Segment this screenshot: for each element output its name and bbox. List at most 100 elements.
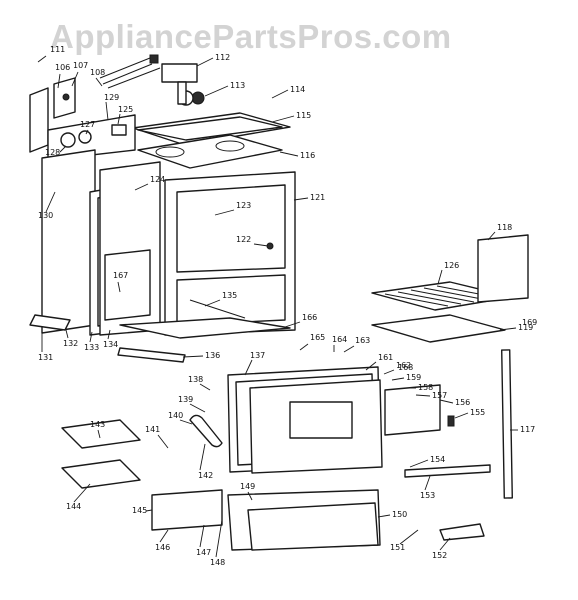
label-165: 165: [299, 333, 325, 351]
oven-front-frame: [164, 171, 296, 336]
svg-text:119: 119: [518, 323, 533, 332]
svg-text:163: 163: [355, 336, 370, 345]
label-169: 169: [522, 318, 537, 327]
label-134: 134: [103, 329, 118, 349]
label-124: 124: [134, 175, 165, 191]
label-141: 141: [145, 425, 169, 449]
svg-text:108: 108: [90, 68, 105, 77]
svg-text:161: 161: [378, 353, 393, 362]
label-163: 163: [343, 336, 370, 353]
svg-text:135: 135: [222, 291, 237, 300]
svg-text:151: 151: [390, 543, 405, 552]
label-144: 144: [66, 483, 91, 511]
label-113: 113: [204, 81, 245, 97]
drawer-slide: [404, 464, 491, 541]
svg-text:126: 126: [444, 261, 459, 270]
label-106: 106: [55, 63, 70, 89]
label-114: 114: [271, 85, 305, 99]
kick-plate: [29, 314, 186, 363]
svg-text:113: 113: [230, 81, 245, 90]
svg-text:152: 152: [432, 551, 447, 560]
broil-pan-insert: [371, 314, 506, 343]
label-123: 123: [214, 201, 251, 216]
label-164: 164: [332, 335, 347, 352]
svg-text:162: 162: [396, 361, 411, 370]
wire-harness: [99, 54, 161, 89]
label-166: 166: [284, 313, 317, 328]
svg-text:148: 148: [210, 558, 225, 567]
label-159: 159: [391, 373, 421, 382]
label-148: 148: [210, 519, 225, 567]
label-107: 107: [71, 61, 88, 87]
label-157: 157: [415, 391, 447, 400]
label-158: 158: [404, 383, 433, 392]
watermark: AppliancePartsPros.com: [50, 18, 452, 55]
label-145: 145: [132, 506, 153, 515]
svg-text:145: 145: [132, 506, 147, 515]
rack-support: [477, 234, 529, 303]
label-126: 126: [437, 261, 459, 285]
svg-text:168: 168: [398, 363, 413, 372]
label-167: 167: [113, 271, 128, 293]
label-119: 119: [499, 323, 533, 332]
label-142: 142: [198, 443, 213, 480]
label-135: 135: [204, 291, 237, 307]
svg-text:136: 136: [205, 351, 220, 360]
label-121: 121: [293, 193, 325, 202]
label-146: 146: [155, 529, 170, 552]
svg-text:165: 165: [310, 333, 325, 342]
svg-text:149: 149: [240, 482, 255, 491]
label-155: 155: [454, 408, 485, 419]
vent-tube: [501, 349, 513, 499]
label-118: 118: [487, 223, 512, 241]
label-116: 116: [279, 151, 315, 160]
svg-text:142: 142: [198, 471, 213, 480]
label-140: 140: [168, 411, 193, 425]
svg-text:121: 121: [310, 193, 325, 202]
svg-text:157: 157: [432, 391, 447, 400]
door-handle: [189, 414, 223, 448]
svg-text:123: 123: [236, 201, 251, 210]
label-156: 156: [439, 398, 470, 407]
label-111: 111: [37, 45, 65, 63]
svg-text:158: 158: [418, 383, 433, 392]
label-150: 150: [377, 510, 407, 519]
label-152: 152: [432, 537, 451, 560]
label-133: 133: [84, 331, 99, 352]
label-127: 127: [80, 120, 95, 135]
drawer-panels: [61, 419, 141, 489]
svg-text:129: 129: [104, 93, 119, 102]
svg-text:144: 144: [66, 502, 81, 511]
svg-text:111: 111: [50, 45, 65, 54]
svg-text:169: 169: [522, 318, 537, 327]
label-122: 122: [236, 235, 269, 247]
label-153: 153: [420, 475, 435, 500]
label-168: 168: [398, 363, 413, 372]
label-129: 129: [104, 93, 119, 121]
storage-drawer: [151, 489, 381, 551]
svg-text:153: 153: [420, 491, 435, 500]
svg-text:127: 127: [80, 120, 95, 129]
svg-text:137: 137: [250, 351, 265, 360]
svg-text:146: 146: [155, 543, 170, 552]
svg-text:155: 155: [470, 408, 485, 417]
svg-text:112: 112: [215, 53, 230, 62]
label-112: 112: [196, 53, 230, 67]
svg-text:156: 156: [455, 398, 470, 407]
svg-text:106: 106: [55, 63, 70, 72]
svg-text:164: 164: [332, 335, 347, 344]
svg-text:122: 122: [236, 235, 251, 244]
label-151: 151: [390, 529, 419, 552]
label-162: 162: [383, 361, 411, 375]
label-143: 143: [90, 420, 105, 439]
svg-text:166: 166: [302, 313, 317, 322]
svg-text:115: 115: [296, 111, 311, 120]
svg-text:167: 167: [113, 271, 128, 280]
label-136: 136: [182, 351, 220, 360]
label-137: 137: [244, 351, 265, 376]
svg-text:118: 118: [497, 223, 512, 232]
label-139: 139: [178, 395, 206, 413]
label-147: 147: [196, 524, 211, 557]
